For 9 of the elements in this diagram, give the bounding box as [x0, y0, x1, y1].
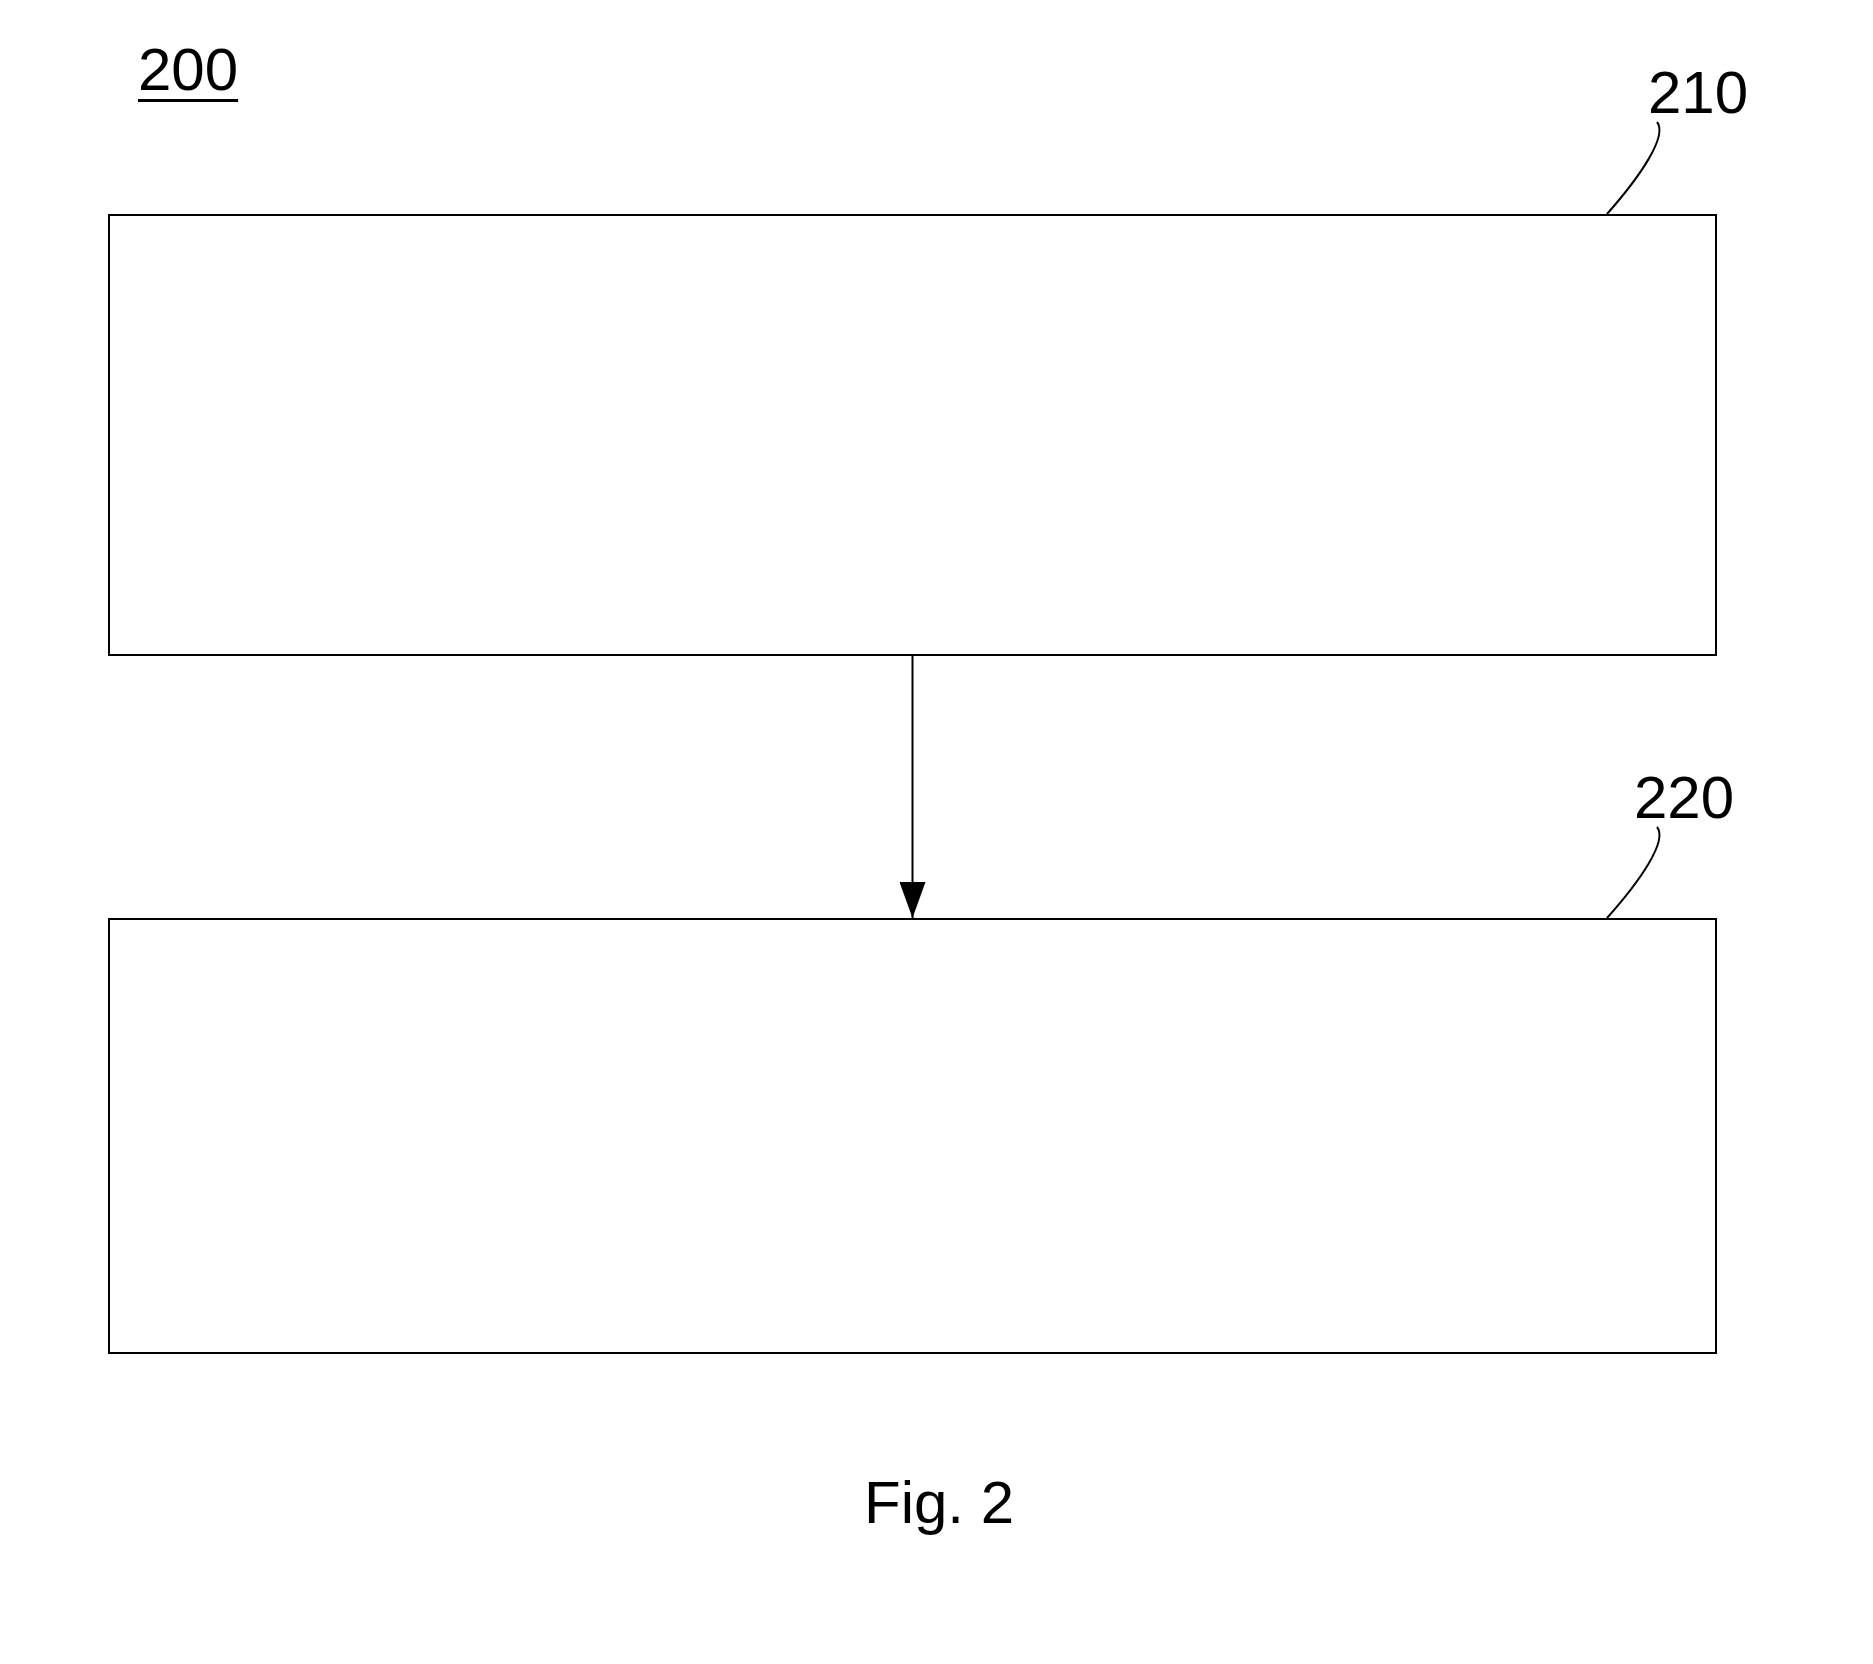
figure-number: 200	[138, 41, 239, 99]
reference-numeral: 220	[1634, 769, 1735, 827]
process-box	[108, 918, 1717, 1354]
arrow	[899, 655, 926, 919]
process-box	[108, 214, 1717, 656]
reference-numeral: 210	[1648, 64, 1749, 122]
figure-caption: Fig. 2	[864, 1470, 1015, 1536]
leader-line	[1606, 121, 1661, 215]
leader-line	[1606, 826, 1661, 919]
